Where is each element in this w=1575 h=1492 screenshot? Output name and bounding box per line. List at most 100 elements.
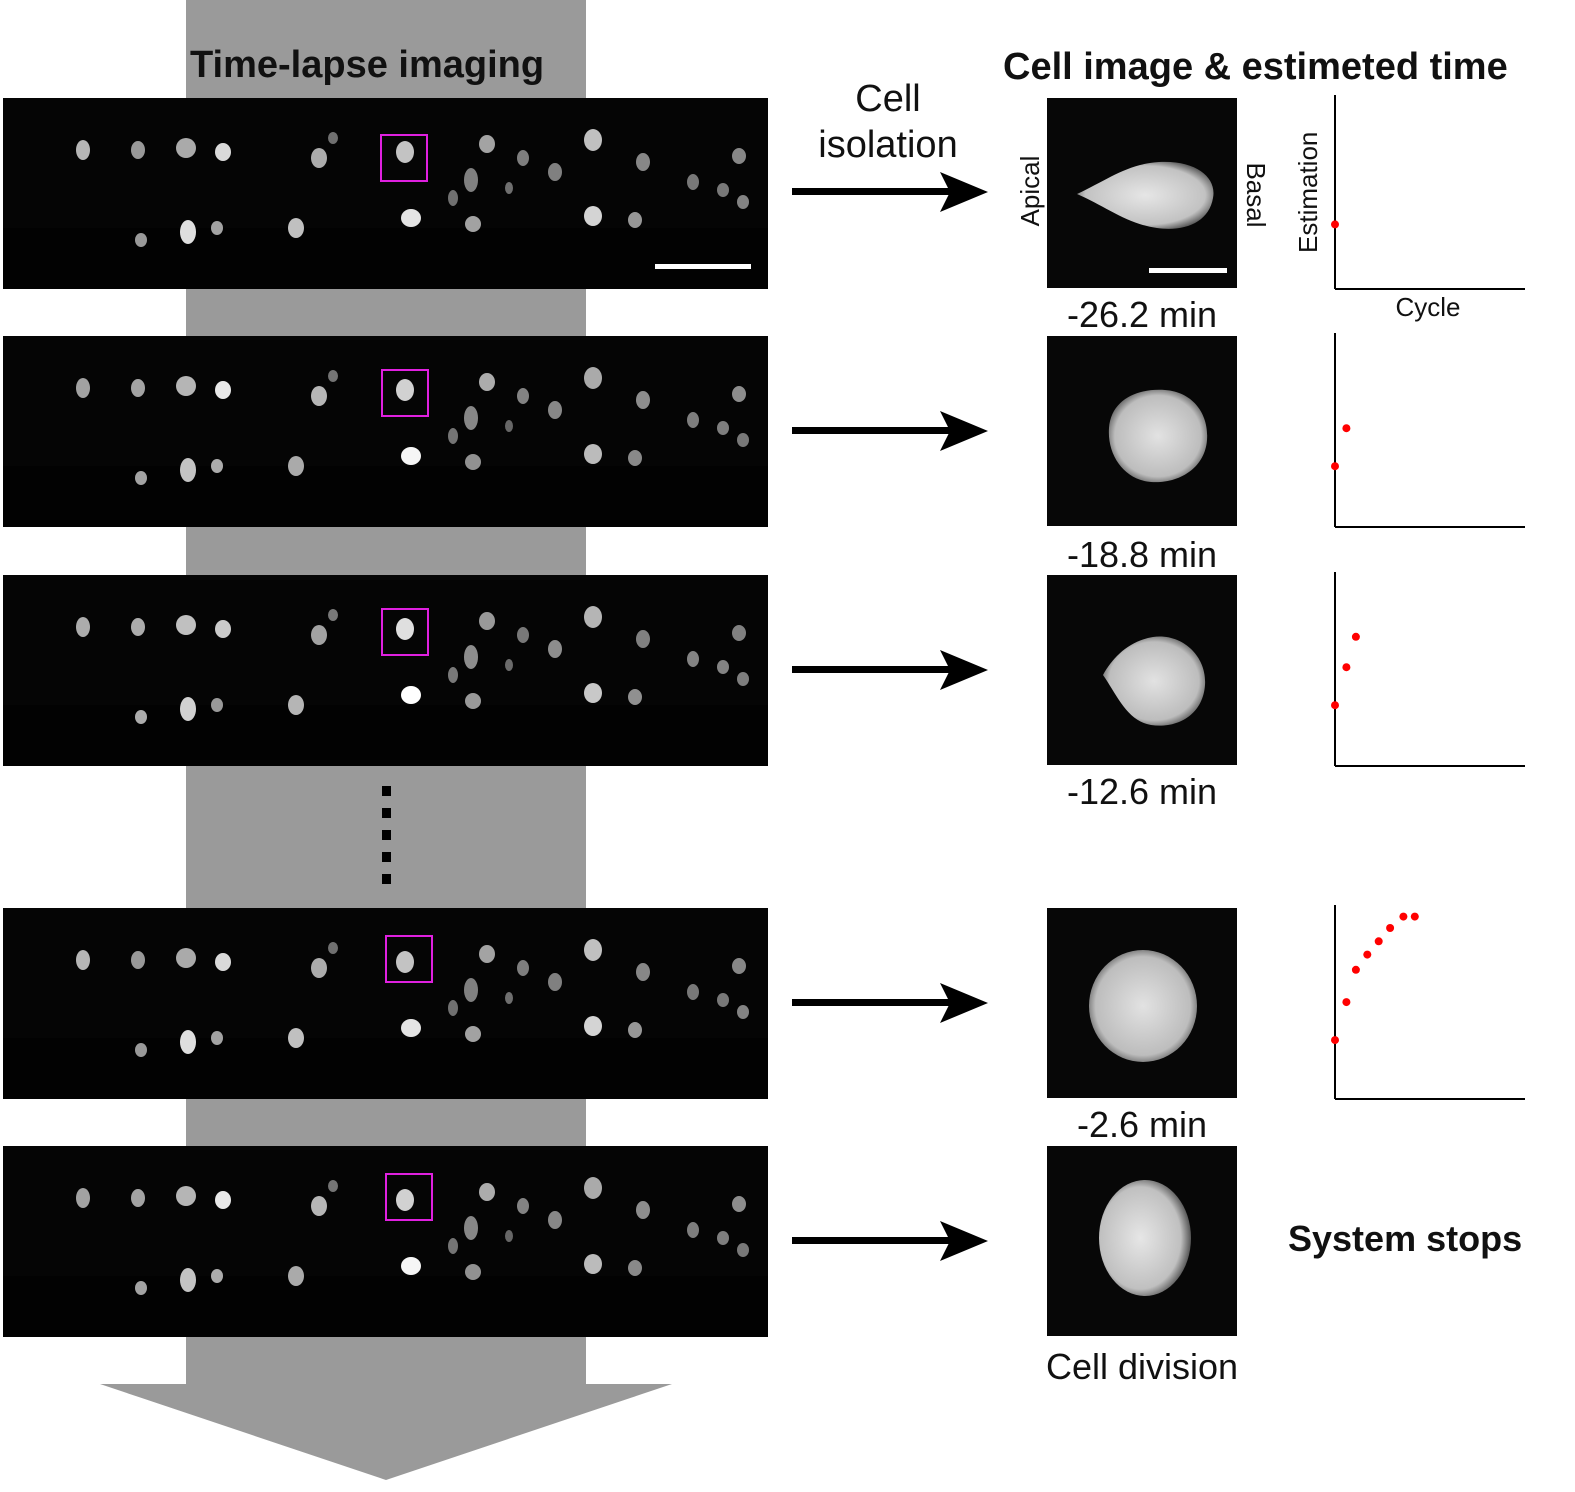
tracked-cell-box (381, 369, 429, 417)
cell-isolation-label: Cell isolation (818, 78, 958, 166)
arrow-right-icon (792, 411, 988, 451)
fluorescent-cell (636, 1201, 650, 1219)
system-stops-label: System stops (1288, 1218, 1523, 1259)
fluorescent-cell (176, 376, 196, 396)
fluorescent-cell (176, 1186, 196, 1206)
fluorescent-cell (215, 953, 231, 971)
estimate-point (1399, 912, 1408, 921)
fluorescent-cell (628, 212, 642, 228)
fluorescent-cell (135, 471, 147, 485)
fluorescent-cell (396, 141, 414, 163)
fluorescent-cell (131, 1189, 145, 1207)
fluorescent-cell (464, 168, 478, 192)
estimate-point (1342, 424, 1351, 433)
fluorescent-cell (311, 148, 327, 168)
time-caption-2: -18.8 min (1066, 534, 1218, 575)
estimate-point (1410, 912, 1419, 921)
fluorescent-cell (636, 630, 650, 648)
estimate-point (1351, 965, 1360, 974)
fluorescent-cell (76, 140, 90, 160)
fluorescent-cell (135, 233, 147, 247)
fluorescent-cell (311, 386, 327, 406)
fluorescent-cell (737, 195, 749, 209)
fluorescent-cell (584, 1016, 602, 1036)
fluorescent-cell (131, 379, 145, 397)
fluorescent-cell (328, 132, 338, 144)
fluorescent-cell (465, 1264, 481, 1280)
fluorescent-cell (215, 1191, 231, 1209)
fluorescent-cell (505, 659, 513, 671)
cell-image (1089, 950, 1197, 1062)
fluorescent-cell (328, 942, 338, 954)
fluorescent-cell (401, 1257, 421, 1275)
fluorescent-cell (328, 609, 338, 621)
fluorescent-cell (687, 651, 699, 667)
fluorescent-cell (288, 1266, 304, 1286)
estimate-point (1342, 998, 1351, 1007)
frame-1-cells (3, 129, 768, 289)
cell-image (1108, 389, 1208, 483)
estimate-point (1331, 462, 1339, 471)
arrow-right-icon (792, 983, 988, 1023)
fluorescent-cell (464, 406, 478, 430)
estimate-point (1386, 924, 1395, 932)
fluorescent-cell (584, 1177, 602, 1199)
fluorescent-cell (584, 939, 602, 961)
fluorescent-cell (465, 693, 481, 709)
fluorescent-cell (396, 618, 414, 640)
fluorescent-cell (737, 1243, 749, 1257)
fluorescent-cell (211, 1269, 223, 1283)
division-caption: Cell division (1045, 1346, 1239, 1387)
fluorescent-cell (311, 1196, 327, 1216)
fluorescent-cell (517, 388, 529, 404)
fluorescent-cell (479, 373, 495, 391)
fluorescent-cell (180, 220, 196, 244)
fluorescent-cell (311, 958, 327, 978)
timelapse-frame-3 (3, 575, 768, 766)
fluorescent-cell (505, 420, 513, 432)
fluorescent-cell (180, 1030, 196, 1054)
fluorescent-cell (732, 625, 746, 641)
fluorescent-cell (288, 1028, 304, 1048)
fluorescent-cell (211, 459, 223, 473)
fluorescent-cell (717, 660, 729, 674)
fluorescent-cell (211, 1031, 223, 1045)
fluorescent-cell (215, 381, 231, 399)
fluorescent-cell (76, 617, 90, 637)
fluorescent-cell (732, 386, 746, 402)
estimate-point (1342, 663, 1351, 672)
fluorescent-cell (176, 948, 196, 968)
fluorescent-cell (211, 221, 223, 235)
fluorescent-cell (687, 1222, 699, 1238)
fluorescent-cell (180, 1268, 196, 1292)
fluorescent-cell (737, 1005, 749, 1019)
fluorescent-cell (732, 148, 746, 164)
fluorescent-cell (732, 958, 746, 974)
timelapse-frame-5 (3, 1146, 768, 1337)
fluorescent-cell (517, 960, 529, 976)
plot-xlabel: Cycle (1395, 292, 1461, 322)
fluorescent-cell (584, 606, 602, 628)
arrow-right-icon (792, 172, 988, 212)
fluorescent-cell (76, 1188, 90, 1208)
time-flow-arrowhead (100, 1384, 672, 1480)
fluorescent-cell (401, 1019, 421, 1037)
timelapse-frame-2 (3, 336, 768, 527)
frame-4-cells (3, 935, 768, 1099)
fluorescent-cell (737, 672, 749, 686)
fluorescent-cell (636, 391, 650, 409)
apical-label: Apical (1015, 155, 1045, 227)
fluorescent-cell (76, 378, 90, 398)
timelapse-frame-4 (3, 908, 768, 1099)
time-caption-1: -26.2 min (1066, 294, 1218, 335)
fluorescent-cell (517, 150, 529, 166)
fluorescent-cell (737, 433, 749, 447)
fluorescent-cell (448, 190, 458, 206)
fluorescent-cell (131, 141, 145, 159)
timelapse-frame-1 (3, 98, 768, 289)
frame-3-cells (3, 606, 768, 766)
fluorescent-cell (180, 458, 196, 482)
fluorescent-cell (448, 667, 458, 683)
fluorescent-cell (584, 129, 602, 151)
fluorescent-cell (584, 444, 602, 464)
